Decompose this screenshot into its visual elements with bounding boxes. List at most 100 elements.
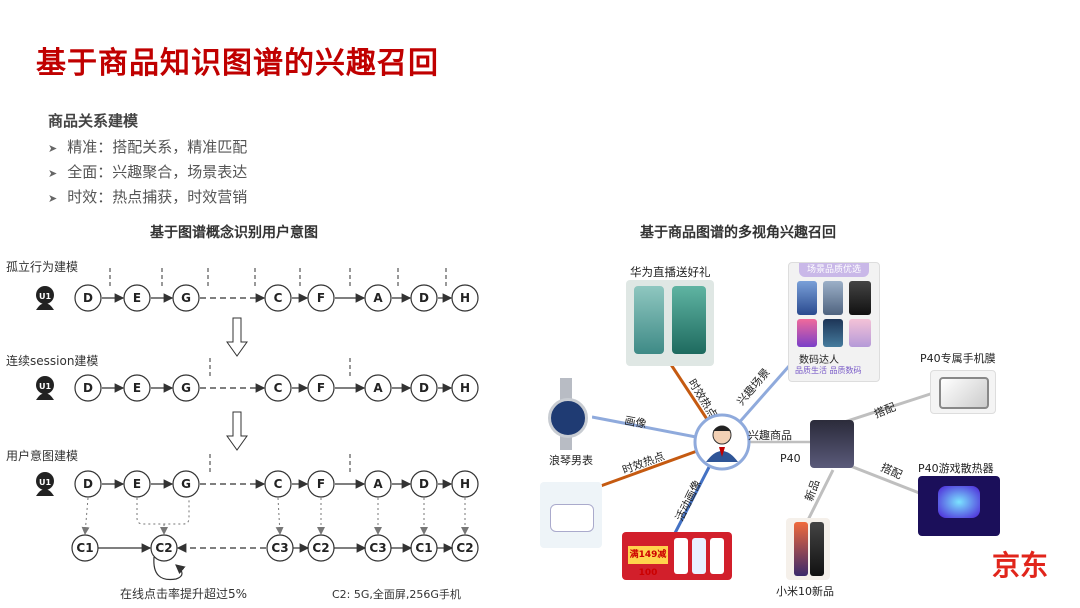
item-node-label: F: [317, 381, 325, 395]
item-node: [410, 470, 438, 498]
phone-image: [634, 286, 664, 354]
row-label-isolated: 孤立行为建模: [6, 260, 79, 274]
promo-badge: 满149减100: [628, 546, 668, 578]
item-node: [172, 374, 200, 402]
row-label-session: 连续session建模: [6, 354, 99, 368]
concept-node-label: C2: [456, 541, 473, 555]
item-node-label: G: [181, 291, 191, 305]
mi10-label: 小米10新品: [776, 585, 834, 598]
concept-node-label: C1: [415, 541, 432, 555]
digital-label: 数码达人: [799, 355, 839, 366]
concept-node-label: C1: [76, 541, 93, 555]
edge-new: [806, 469, 835, 521]
arrow-icon: ➤: [48, 192, 58, 205]
edge-label-activity: 活动画像: [673, 478, 704, 523]
huawei-card: [626, 280, 714, 366]
p40-card: [810, 420, 854, 468]
user-head-icon: [36, 376, 54, 394]
section-title: 商品关系建模: [48, 112, 139, 130]
bottle-image: [674, 538, 688, 574]
film-image: [939, 377, 989, 409]
concept-node-label: C2: [312, 541, 329, 555]
phone-image: [794, 522, 808, 576]
bullet-item: ➤精准：搭配关系，精准匹配: [48, 138, 248, 156]
item-node-label: D: [419, 291, 429, 305]
huawei-label: 华为直播送好礼: [630, 265, 711, 279]
p40-label: P40: [780, 452, 801, 465]
item-node-label: C: [274, 291, 283, 305]
user-tag: U1: [39, 292, 51, 301]
cooler-card: [918, 476, 1000, 536]
phone-image: [810, 522, 824, 576]
jd-logo: 京东: [991, 549, 1048, 582]
item-node-label: A: [373, 381, 383, 395]
watch-card: [540, 378, 592, 450]
item-node-label: C: [274, 477, 283, 491]
mask-card: [540, 482, 602, 548]
phone-image: [849, 281, 871, 315]
bullet-item: ➤时效：热点捕获，时效营销: [48, 188, 248, 206]
tie-icon: [719, 447, 725, 457]
promo-card: 满149减100: [622, 532, 732, 580]
item-node: [264, 374, 292, 402]
item-node: [451, 284, 479, 312]
bottle-image: [710, 538, 724, 574]
user-tag: U1: [39, 382, 51, 391]
item-node: [123, 374, 151, 402]
film-card: [930, 370, 996, 414]
mapping-arrow: [275, 497, 284, 535]
arrow-icon: ➤: [48, 167, 58, 180]
edge-label-timely-2: 时效热点: [620, 449, 666, 477]
item-node: [364, 470, 392, 498]
item-node: [172, 284, 200, 312]
item-node: [410, 284, 438, 312]
item-node-label: D: [83, 477, 93, 491]
bullet-list: ➤精准：搭配关系，精准匹配 ➤全面：兴趣聚合，场景表达 ➤时效：热点捕获，时效营…: [48, 135, 247, 210]
item-node-label: G: [181, 477, 191, 491]
item-node: [74, 284, 102, 312]
watch-face-image: [548, 398, 588, 438]
item-node: [307, 470, 335, 498]
item-node-label: D: [419, 477, 429, 491]
row-label-intent: 用户意图建模: [6, 449, 79, 463]
item-node-label: E: [133, 477, 141, 491]
item-node: [410, 374, 438, 402]
concept-node-label: C3: [271, 541, 288, 555]
cooler-image: [938, 486, 980, 518]
down-arrow-icon: [226, 411, 248, 451]
merge-bracket: [136, 498, 190, 525]
item-node: [264, 470, 292, 498]
user-body-icon: [36, 303, 54, 310]
bottle-image: [692, 538, 706, 574]
item-node-label: A: [373, 477, 383, 491]
item-node-label: E: [133, 381, 141, 395]
phone-image: [672, 286, 706, 354]
center-label: 兴趣商品: [748, 429, 792, 442]
item-node: [451, 374, 479, 402]
item-node-label: H: [460, 291, 470, 305]
item-node-label: C: [274, 381, 283, 395]
c2-note: C2: 5G,全面屏,256G手机: [332, 588, 461, 601]
bullet-item: ➤全面：兴趣聚合，场景表达: [48, 163, 248, 181]
digital-sub: 品质生活 品质数码: [795, 366, 862, 375]
mapping-arrow: [81, 497, 90, 535]
item-node: [451, 470, 479, 498]
right-diagram-caption: 基于商品图谱的多视角兴趣召回: [640, 225, 836, 241]
page-title: 基于商品知识图谱的兴趣召回: [36, 46, 439, 81]
item-node: [307, 284, 335, 312]
edge-label-interest-scene: 兴趣场景: [734, 365, 773, 408]
scene-card: 场景品质优选 数码达人 品质生活 品质数码: [788, 262, 880, 382]
user-body-icon: [36, 489, 54, 496]
item-node: [74, 374, 102, 402]
user-head-icon: [36, 286, 54, 304]
self-loop: [153, 556, 186, 581]
phone-image: [823, 319, 843, 347]
left-diagram-caption: 基于图谱概念识别用户意图: [150, 225, 318, 241]
item-node: [74, 470, 102, 498]
item-node: [364, 284, 392, 312]
concept-node-label: C3: [369, 541, 386, 555]
item-node-label: H: [460, 381, 470, 395]
edge-label-portrait: 画像: [623, 414, 647, 431]
item-node-label: E: [133, 291, 141, 305]
